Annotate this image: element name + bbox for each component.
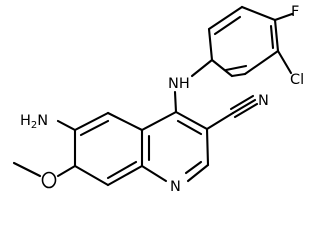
c-cl-bond <box>276 49 293 75</box>
amino-group-label: H2N <box>20 113 48 131</box>
methoxy-oxygen-icon <box>41 171 57 189</box>
fluorochlorophenyl-ring <box>207 5 280 78</box>
nitrile-group <box>205 94 259 131</box>
c-nh2-bond <box>56 119 77 132</box>
fluorine-atom-label: F <box>291 4 299 20</box>
nitrile-nitrogen-label: N <box>258 93 269 109</box>
chemical-structure-canvas: F Cl NH N H2N N <box>12 4 304 195</box>
quinoline-benzene-ring <box>73 111 144 187</box>
molecule-diagram: F Cl NH N H2N N <box>12 4 304 195</box>
nh-quinoline-bond <box>173 90 178 114</box>
quinoline-pyridine-ring <box>140 110 210 183</box>
chlorine-atom-label: Cl <box>290 72 304 88</box>
c-o-bond <box>56 164 77 178</box>
ring-nitrogen-label: N <box>170 179 181 195</box>
c-f-bond <box>273 12 294 22</box>
nh-label: NH <box>168 76 190 92</box>
nh-aryl-bond <box>190 58 214 78</box>
o-methyl-bond <box>12 161 42 178</box>
